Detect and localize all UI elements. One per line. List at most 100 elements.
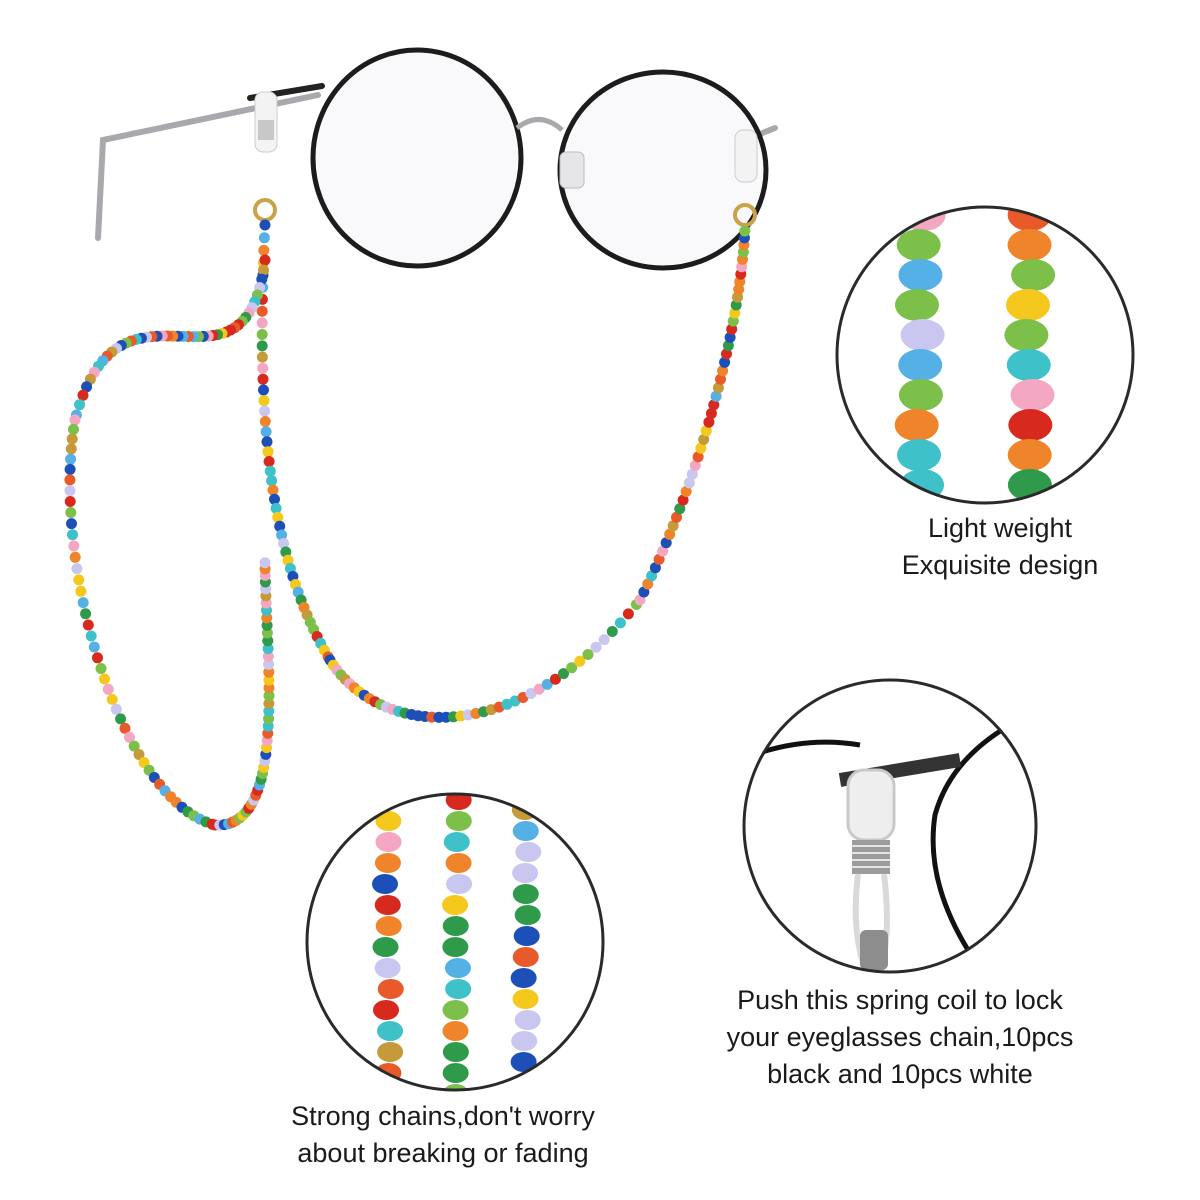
bead <box>442 895 469 915</box>
caption-line: black and 10pcs white <box>767 1059 1033 1089</box>
bead <box>549 673 561 685</box>
detail-beads-closeup <box>835 205 1135 505</box>
bead <box>276 529 288 541</box>
bead <box>1006 349 1051 381</box>
right-rubber-loop <box>734 129 758 183</box>
caption-strong-chains: Strong chains,don't worry about breaking… <box>268 1098 618 1172</box>
bead <box>900 319 945 351</box>
bead <box>657 545 669 557</box>
bead <box>375 811 402 831</box>
chain-end-closeup <box>860 930 888 970</box>
bead <box>374 853 401 873</box>
bead <box>671 511 682 523</box>
bead <box>372 874 399 894</box>
right-clasp <box>733 203 757 227</box>
bead <box>512 821 539 841</box>
bead <box>68 540 80 552</box>
bead <box>80 608 92 620</box>
frame-wire <box>930 722 1012 952</box>
caption-line: about breaking or fading <box>297 1138 589 1168</box>
bead <box>256 351 268 363</box>
bead <box>705 408 717 419</box>
bead <box>664 528 676 540</box>
bead <box>695 442 707 454</box>
bead <box>674 503 686 515</box>
bead <box>280 546 292 558</box>
bead <box>257 373 269 385</box>
bead <box>897 439 942 471</box>
bead <box>598 634 610 646</box>
bead <box>256 329 268 340</box>
bead <box>73 574 85 586</box>
rubber-loop-closeup <box>846 768 896 842</box>
bead <box>124 731 135 743</box>
bead <box>590 641 602 653</box>
bead <box>719 356 731 368</box>
bead <box>64 474 76 486</box>
caption-line: Light weight <box>927 513 1073 543</box>
bead <box>443 832 470 852</box>
detail-strands <box>305 792 605 1092</box>
bead <box>533 683 545 695</box>
bead <box>898 349 943 381</box>
bead <box>261 436 273 448</box>
bead <box>260 426 272 438</box>
left-spring-coil <box>258 120 274 140</box>
bead <box>88 641 100 653</box>
bead <box>274 520 286 532</box>
bead <box>446 874 473 894</box>
bead <box>263 456 275 467</box>
bead <box>722 340 734 352</box>
bead <box>541 678 553 690</box>
bead <box>442 1042 469 1062</box>
bead <box>514 905 541 925</box>
bead <box>99 673 110 685</box>
bead <box>263 690 275 702</box>
bead <box>677 494 689 506</box>
bead <box>71 563 83 575</box>
bead <box>66 433 78 445</box>
bead <box>896 229 941 261</box>
bead <box>510 968 537 988</box>
bead <box>69 414 81 426</box>
bead <box>1005 289 1050 321</box>
bead <box>75 585 87 597</box>
bead <box>263 674 275 686</box>
bead <box>64 496 76 507</box>
bead <box>77 389 89 401</box>
bead <box>582 649 594 660</box>
bead <box>262 446 274 458</box>
bead <box>683 477 695 489</box>
bead <box>259 254 271 266</box>
bridge <box>515 117 564 132</box>
bead <box>102 683 114 695</box>
bead <box>898 379 943 411</box>
bead <box>272 511 284 523</box>
bead <box>510 1052 537 1072</box>
bead <box>377 1021 404 1041</box>
bead <box>442 916 469 936</box>
bead <box>512 947 539 967</box>
bead <box>444 958 471 978</box>
bead <box>646 570 658 582</box>
bead <box>258 384 269 396</box>
bead <box>512 884 539 904</box>
bead <box>258 232 270 244</box>
bead <box>263 658 275 670</box>
bead <box>82 619 94 631</box>
bead <box>77 597 89 609</box>
bead <box>558 668 569 680</box>
bead <box>133 749 145 760</box>
bead <box>256 305 268 317</box>
bead <box>622 608 634 620</box>
bead <box>115 713 127 725</box>
bead <box>1011 259 1056 291</box>
bead <box>74 399 86 411</box>
bead <box>710 390 722 402</box>
bead <box>1007 229 1052 261</box>
bead <box>445 853 472 873</box>
bead <box>715 373 726 385</box>
bead <box>68 423 79 435</box>
bead <box>263 698 275 709</box>
